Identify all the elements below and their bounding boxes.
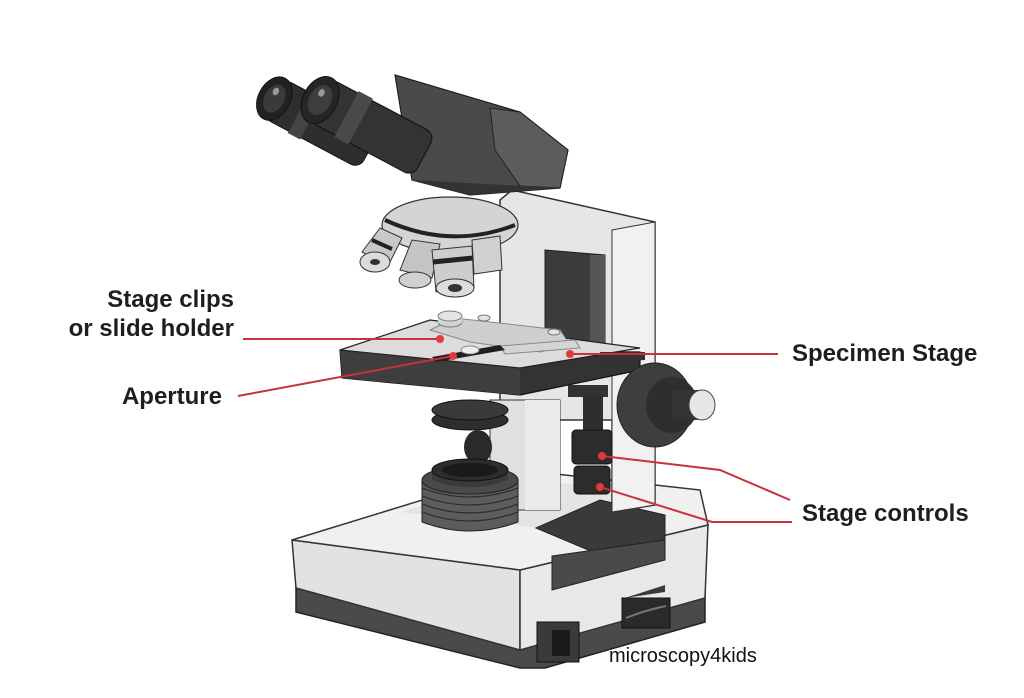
label-stage-controls: Stage controls [802, 500, 969, 527]
focus-knob [616, 362, 716, 448]
eyepiece-head [256, 74, 569, 196]
objective-lenses [359, 196, 519, 298]
microscope-base [291, 469, 709, 669]
pointer-aperture [237, 355, 454, 397]
label-aperture: Aperture [121, 383, 222, 410]
pointer-stage-control-lower [599, 486, 792, 523]
label-stage-clips: Stage clips or slide holder [69, 286, 234, 344]
pointer-dots [436, 335, 606, 491]
label-stage-clips-line1: Stage clips [107, 286, 234, 313]
condenser-and-light [421, 399, 519, 532]
credit-text: microscopy4kids [609, 645, 757, 667]
pointer-stage-control-upper [601, 455, 791, 501]
pointer-lines [237, 338, 792, 523]
label-specimen-stage: Specimen Stage [792, 340, 978, 367]
specimen-stage-illustration [339, 310, 645, 397]
label-stage-clips-line2: or slide holder [68, 314, 234, 342]
